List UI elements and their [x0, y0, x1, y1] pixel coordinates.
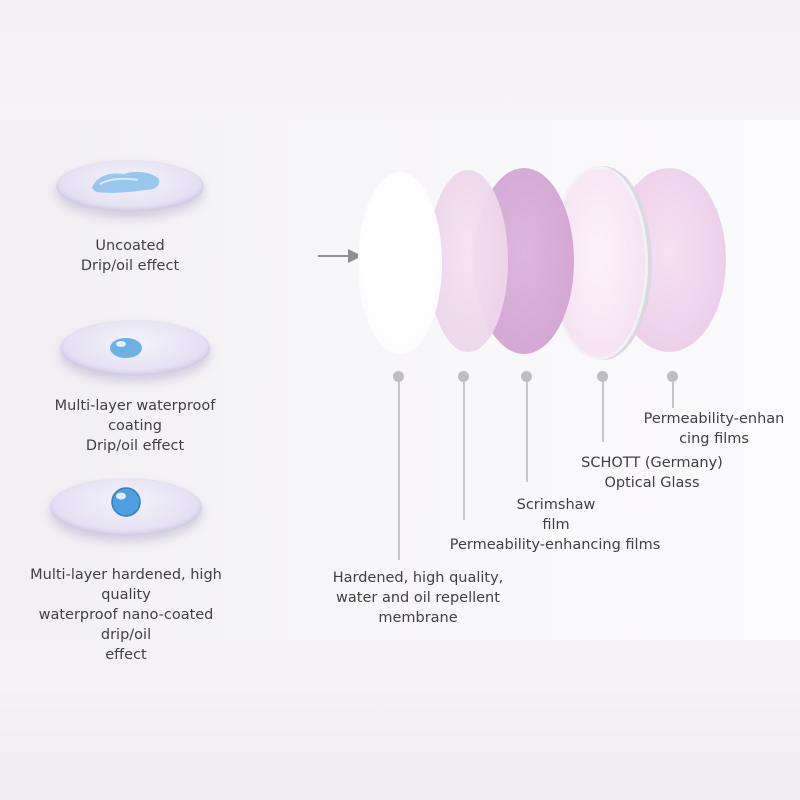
leader-dot [521, 371, 532, 382]
leader-line [526, 382, 528, 482]
layer-label-optical-glass: SCHOTT (Germany) Optical Glass [581, 455, 723, 491]
sample-caption: Uncoated Drip/oil effect [80, 238, 180, 274]
leader-line [672, 382, 674, 408]
leader-dot [597, 371, 608, 382]
layer-label-permeability-inner: Permeability-enhancing films [449, 537, 661, 553]
layer-label-scrimshaw-film: Scrimshaw film [516, 497, 596, 533]
layer-label-permeability-outer: Permeability-enhan cing films [643, 411, 785, 447]
sample-caption: Multi-layer hardened, high quality water… [30, 567, 222, 663]
leader-dot [667, 371, 678, 382]
layer-label-hardened-membrane: Hardened, high quality, water and oil re… [332, 570, 504, 626]
sample-caption: Multi-layer waterproof coating Drip/oil … [54, 398, 216, 454]
leader-line [463, 382, 465, 520]
leader-dot [458, 371, 469, 382]
leader-dot [393, 371, 404, 382]
leader-line [398, 382, 400, 560]
leader-line [602, 382, 604, 442]
lens-layer-hardened-membrane [358, 172, 442, 354]
